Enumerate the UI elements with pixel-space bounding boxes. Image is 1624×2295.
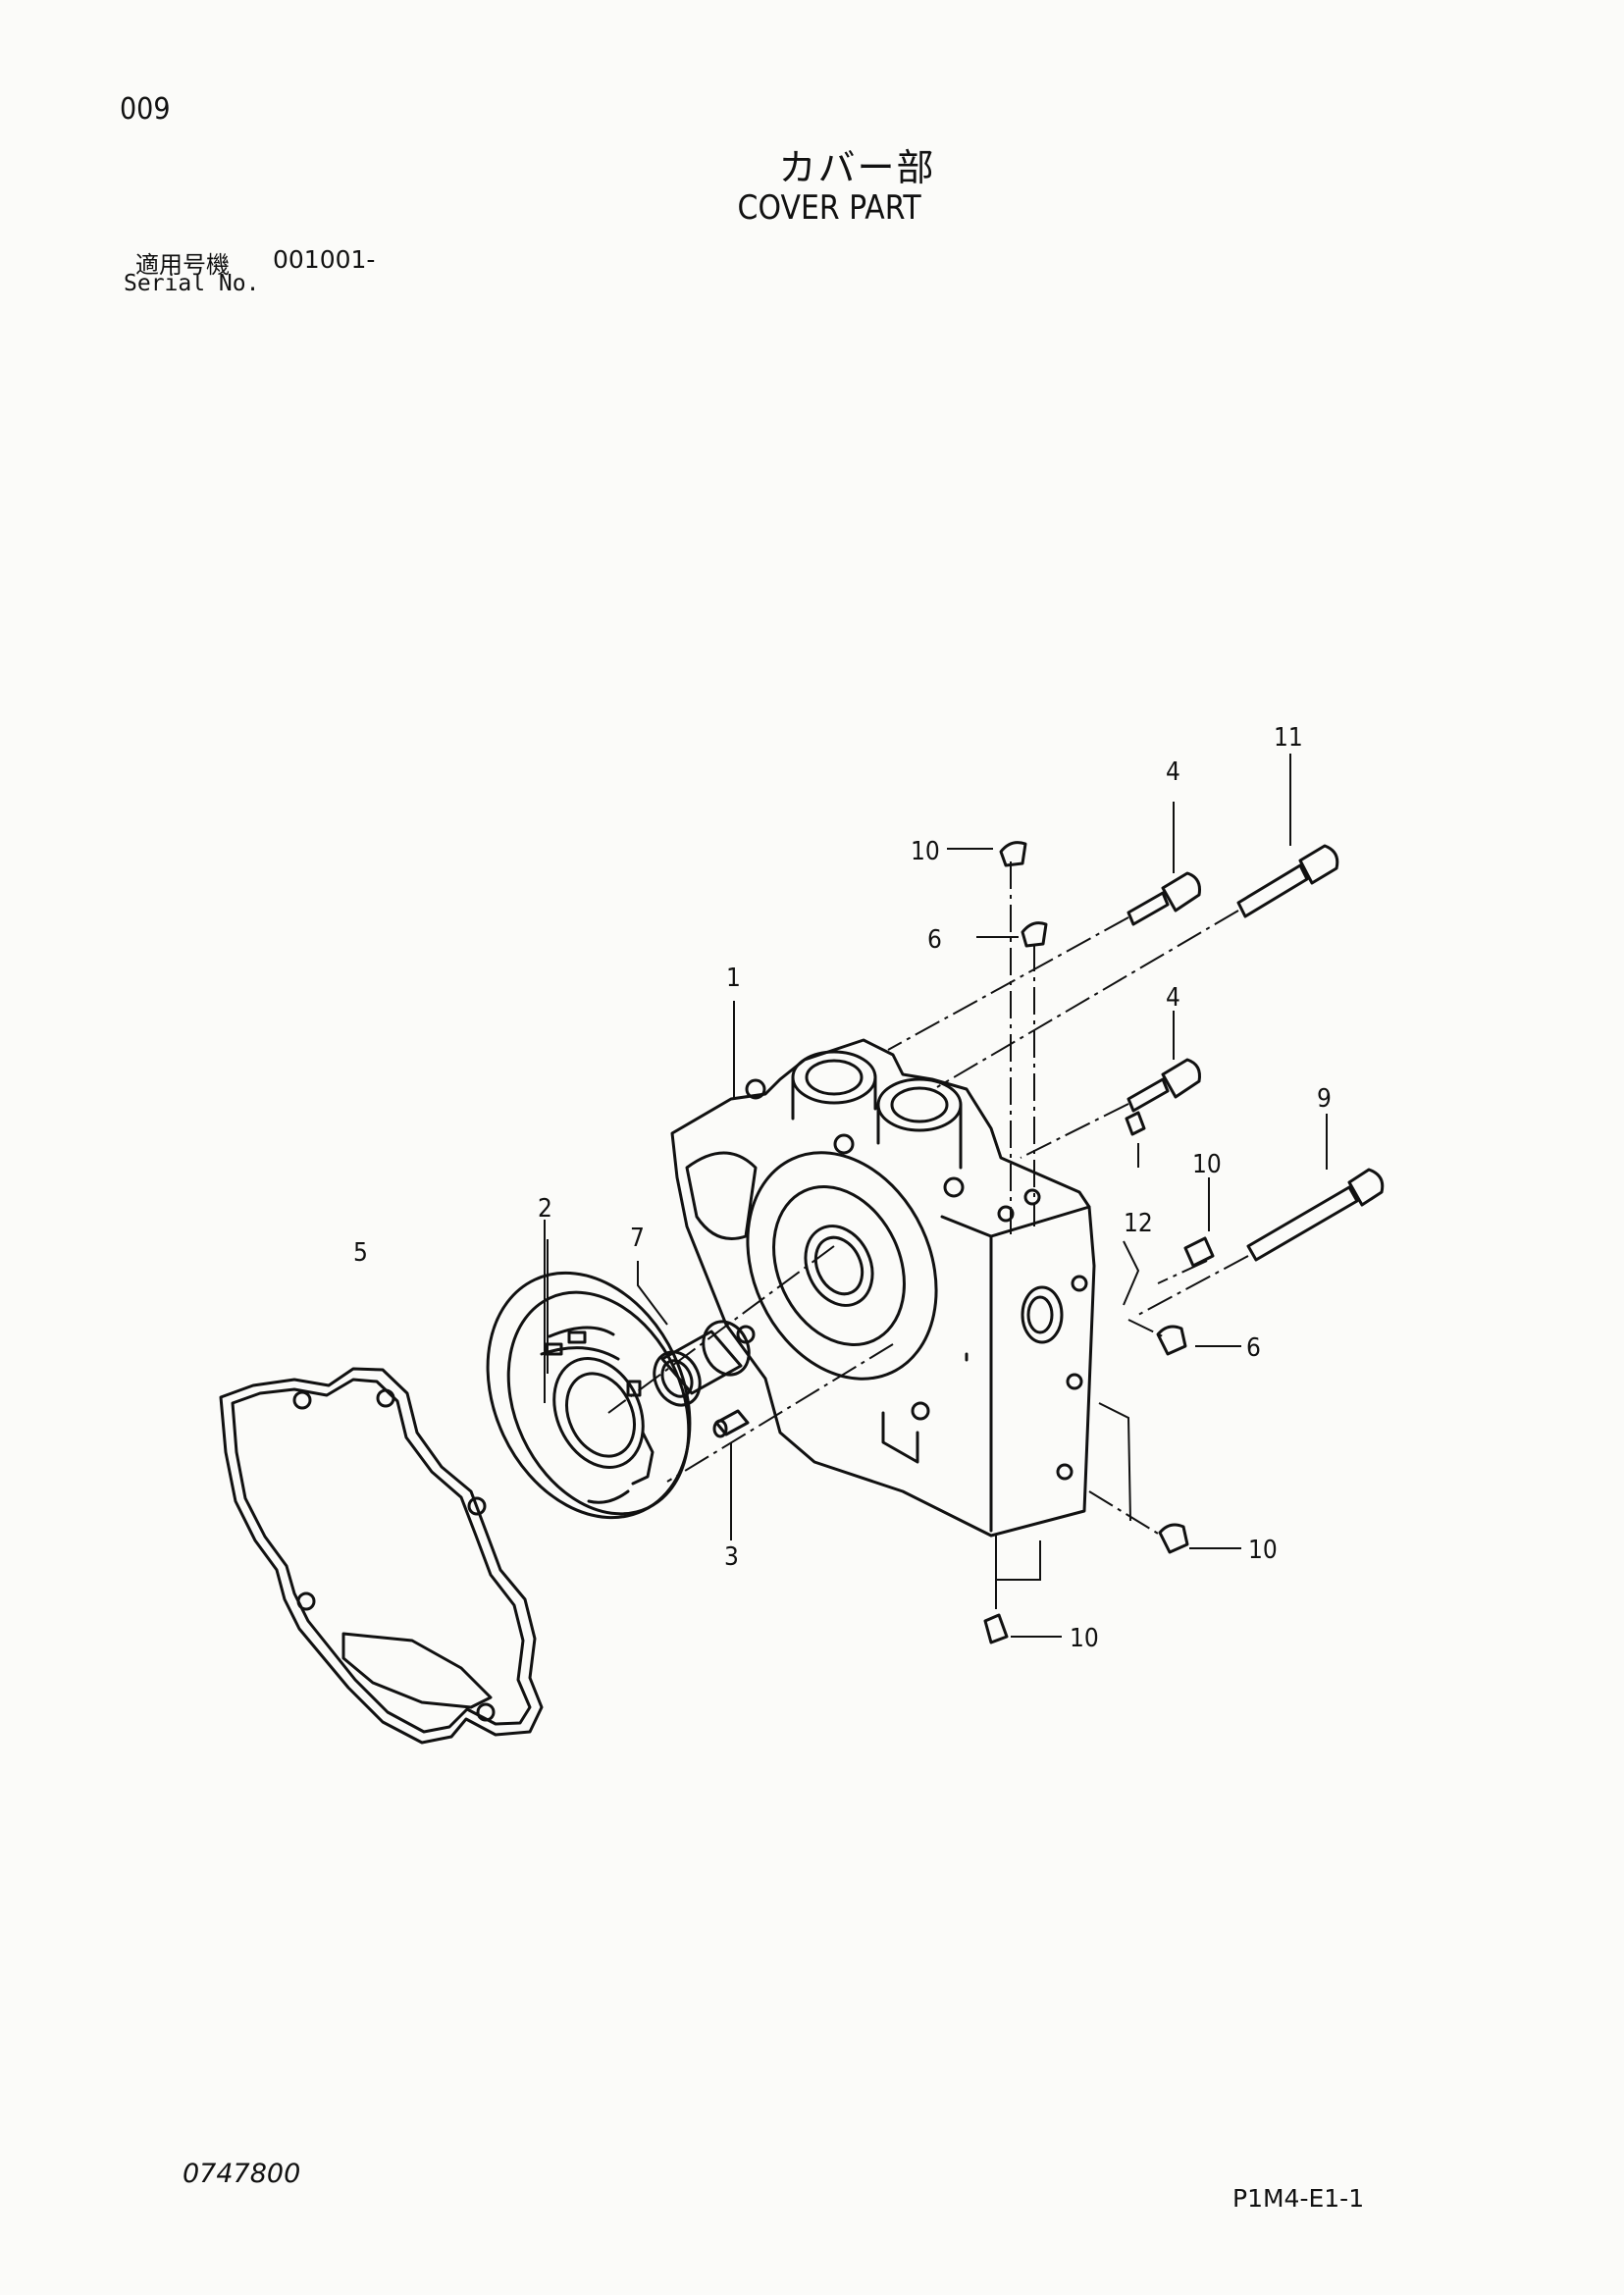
callout-3: 3 — [724, 1542, 739, 1572]
bolt-part-11 — [1236, 844, 1339, 918]
pin-part-3 — [712, 1409, 750, 1438]
plug-part-6-top — [1021, 921, 1048, 948]
port-plate-part-2 — [486, 1271, 692, 1520]
bolt-part-4-upper — [1126, 871, 1201, 926]
plug-part-12 — [1125, 1111, 1146, 1136]
callout-12: 12 — [1124, 1209, 1153, 1238]
plug-part-10-bottom — [983, 1613, 1009, 1644]
callout-10-bottom: 10 — [1070, 1624, 1099, 1653]
cover-body-part-1 — [670, 1038, 1096, 1538]
callout-7: 7 — [630, 1224, 645, 1253]
bushing-part-7 — [653, 1320, 751, 1407]
page-title-jp: カバー部 — [778, 146, 936, 189]
plug-part-10-top — [999, 841, 1027, 867]
page-title-en: COVER PART — [737, 188, 921, 228]
callout-9: 9 — [1317, 1084, 1332, 1114]
serial-label-en: Serial No. — [124, 271, 260, 296]
callout-6-side: 6 — [1246, 1333, 1261, 1363]
plug-part-10-right — [1158, 1523, 1189, 1554]
bolt-part-9 — [1246, 1168, 1385, 1262]
callout-10-side: 10 — [1192, 1150, 1222, 1179]
callout-10-right: 10 — [1248, 1536, 1278, 1565]
callout-6-top: 6 — [927, 925, 942, 955]
leader-lines — [544, 754, 1328, 1638]
plug-part-10-side — [1183, 1236, 1215, 1268]
drawing-number: 0747800 — [183, 2159, 301, 2189]
page-number: 009 — [120, 92, 171, 127]
callout-11: 11 — [1274, 723, 1303, 753]
sheet-code: P1M4-E1-1 — [1232, 2184, 1365, 2213]
bolt-part-4-lower — [1126, 1058, 1201, 1113]
center-lines — [607, 861, 1249, 1538]
callout-2: 2 — [538, 1194, 552, 1224]
callout-1: 1 — [726, 964, 741, 993]
callout-labels: 1 2 3 4 4 5 6 6 7 9 10 10 10 10 11 12 — [353, 723, 1332, 1653]
serial-label-jp: 適用号機 — [135, 251, 230, 279]
gasket-part-5 — [219, 1367, 544, 1745]
callout-10-top: 10 — [911, 837, 940, 866]
serial-value: 001001- — [273, 245, 376, 274]
callout-5: 5 — [353, 1238, 368, 1268]
plug-part-6-side — [1156, 1325, 1187, 1356]
callout-4-upper: 4 — [1166, 757, 1180, 787]
callout-4-lower: 4 — [1166, 983, 1180, 1013]
